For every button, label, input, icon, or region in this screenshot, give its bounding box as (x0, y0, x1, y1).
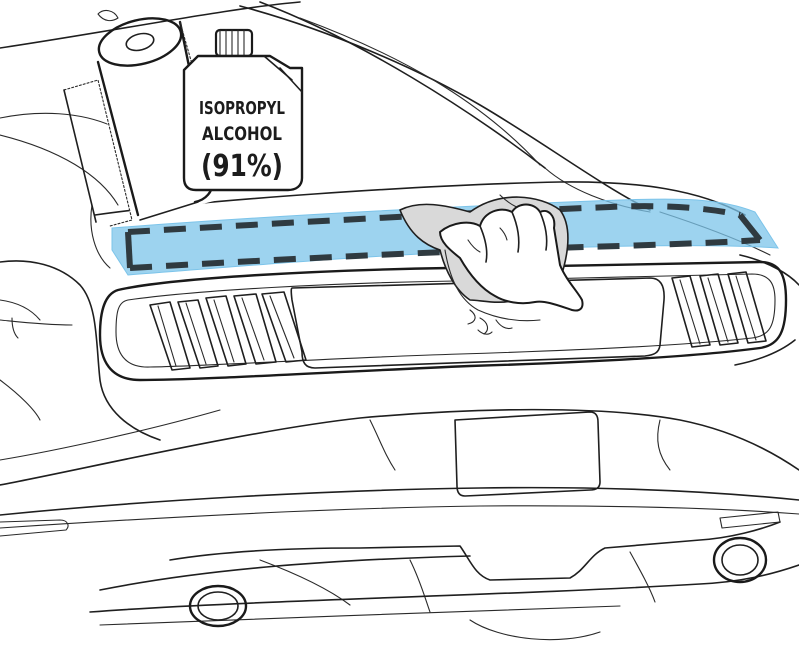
bottle-label-line2: ALCOHOL (202, 123, 282, 145)
isopropyl-alcohol-bottle: ISOPROPYL ALCOHOL (91%) (184, 30, 302, 190)
hand-with-cloth-icon (400, 195, 583, 334)
bottle-label-line1: ISOPROPYL (199, 98, 285, 119)
tail-light-panel (100, 262, 786, 380)
bottle-label-line3: (91%) (201, 149, 283, 184)
rear-bumper (0, 410, 799, 640)
